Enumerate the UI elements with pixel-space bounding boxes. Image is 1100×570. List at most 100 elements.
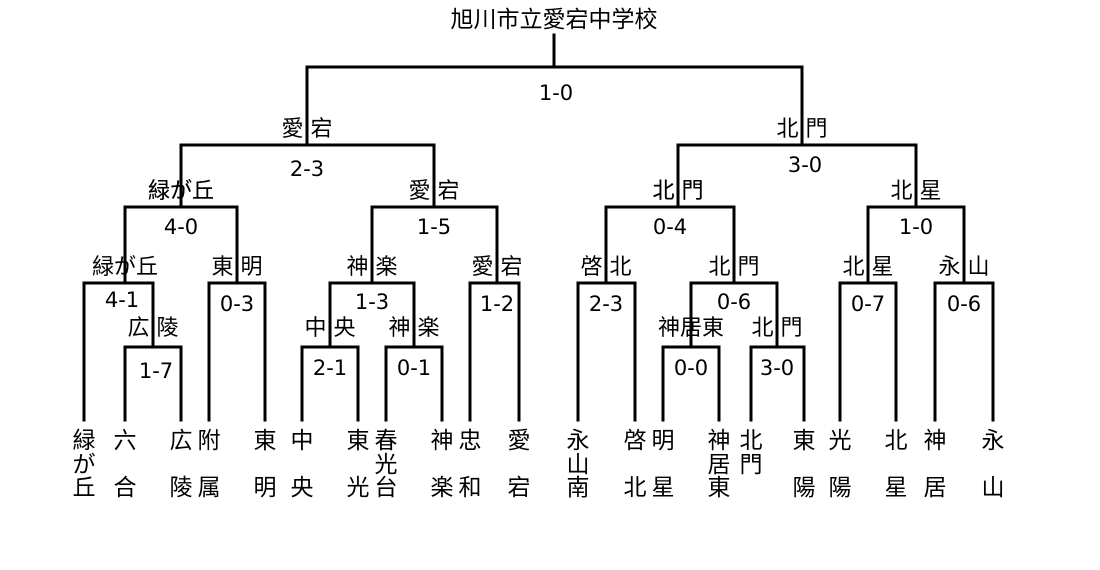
- score-sf-a: 1-5: [417, 215, 451, 239]
- winner-sf-b: 北 門: [653, 179, 704, 204]
- team-16: 東陽東陽: [793, 428, 816, 501]
- team-char-17-2: 陽: [829, 475, 852, 501]
- team-char-11-1: 山: [567, 452, 590, 478]
- team-char-0-0: 緑: [73, 428, 96, 454]
- team-char-6-0: 東: [347, 428, 370, 454]
- team-char-10-0: 愛: [508, 428, 531, 454]
- team-2: 広陵広陵: [170, 428, 193, 501]
- score-qf-d: 1-0: [899, 215, 933, 239]
- team-10: 愛宕愛宕: [508, 428, 531, 501]
- team-4: 東明東明: [254, 428, 277, 501]
- team-char-15-1: 門: [740, 452, 763, 478]
- score-qf-b: 1-3: [355, 290, 389, 314]
- winner-r1-h: 神居東: [658, 316, 724, 341]
- team-11: 永山南永山南: [567, 428, 590, 501]
- winner-r1-e: 神 楽: [389, 316, 440, 341]
- score-r1-k: 0-6: [947, 292, 981, 316]
- winner-r1-k: 永 山: [939, 255, 990, 280]
- team-char-5-0: 中: [291, 428, 314, 454]
- team-char-14-2: 東: [708, 475, 731, 501]
- team-7: 春光台春光台: [375, 428, 398, 501]
- team-char-7-1: 光: [375, 452, 398, 478]
- winner-r1-d: 中 央: [305, 316, 356, 341]
- score-r1-i: 3-0: [760, 356, 794, 380]
- team-char-4-0: 東: [254, 428, 277, 454]
- score-final: 1-0: [539, 81, 573, 105]
- winner-final-right: 北 門: [777, 117, 828, 142]
- team-char-1-2: 合: [114, 475, 137, 501]
- score-r1-f: 1-2: [480, 292, 514, 316]
- team-9: 忠和忠和: [459, 428, 482, 501]
- team-char-2-2: 陵: [170, 475, 193, 501]
- team-14: 神居東神居東: [708, 428, 731, 501]
- team-13: 明星明星: [652, 428, 675, 501]
- team-char-19-2: 居: [924, 475, 947, 501]
- team-char-5-2: 央: [291, 475, 314, 501]
- team-char-0-2: 丘: [73, 475, 96, 501]
- team-char-20-0: 永: [982, 428, 1005, 454]
- team-char-8-2: 楽: [431, 475, 454, 501]
- winner-r1-c: 東 明: [212, 255, 263, 280]
- champion-title: 旭川市立愛宕中学校: [451, 7, 658, 33]
- team-1: 六合六合: [114, 428, 137, 501]
- winner-qf-c: 北 門: [709, 255, 760, 280]
- team-char-3-2: 属: [198, 475, 221, 501]
- team-char-19-0: 神: [924, 428, 947, 454]
- winner-r1-g: 啓 北: [581, 255, 632, 280]
- team-char-14-1: 居: [708, 452, 731, 478]
- team-6: 東光東光: [347, 428, 370, 501]
- team-char-13-2: 星: [652, 475, 675, 501]
- team-char-16-0: 東: [793, 428, 816, 454]
- team-20: 永山永山: [982, 428, 1005, 501]
- winner-sf-a: 愛 宕: [409, 179, 460, 204]
- team-char-10-2: 宕: [508, 475, 531, 501]
- winner-r1-a: 広 陵: [128, 316, 179, 341]
- score-sf-d: 3-0: [788, 153, 822, 177]
- score-qf-c: 0-6: [717, 290, 751, 314]
- team-18: 北星北星: [885, 428, 908, 501]
- score-sf-b: 0-4: [653, 215, 687, 239]
- team-8: 神楽神楽: [431, 428, 454, 501]
- team-char-13-0: 明: [652, 428, 675, 454]
- team-char-12-2: 北: [624, 475, 647, 501]
- team-char-15-0: 北: [740, 428, 763, 454]
- score-r1-g: 2-3: [589, 292, 623, 316]
- team-char-17-0: 光: [829, 428, 852, 454]
- team-char-12-0: 啓: [624, 428, 647, 454]
- sf-winner-sf-d: 北 門: [653, 179, 704, 204]
- score-r1-b: 4-1: [105, 288, 139, 312]
- score-r1-e: 0-1: [397, 356, 431, 380]
- sf-winner-sf-c: 緑が丘: [148, 179, 214, 204]
- team-char-7-2: 台: [375, 475, 398, 501]
- team-char-18-2: 星: [885, 475, 908, 501]
- score-r1-h: 0-0: [674, 356, 708, 380]
- winner-r1-i: 北 門: [752, 316, 803, 341]
- score-r1-j: 0-7: [851, 292, 885, 316]
- team-char-9-2: 和: [459, 475, 482, 501]
- team-char-4-2: 明: [254, 475, 277, 501]
- winner-qf-a: 緑が丘: [148, 179, 214, 204]
- team-list: 緑が丘緑が丘六合六合広陵広陵附属附属東明東明中央中央東光東光春光台春光台神楽神楽…: [73, 428, 1005, 501]
- team-char-20-2: 山: [982, 475, 1005, 501]
- team-15: 北門北門: [740, 428, 763, 478]
- score-qf-a: 4-0: [164, 215, 198, 239]
- winner-r1-b: 緑が丘: [92, 255, 158, 280]
- team-char-6-2: 光: [347, 475, 370, 501]
- team-char-18-0: 北: [885, 428, 908, 454]
- team-17: 光陽光陽: [829, 428, 852, 501]
- team-char-1-0: 六: [114, 428, 137, 454]
- team-char-0-1: が: [73, 452, 96, 478]
- score-r1-d: 2-1: [313, 356, 347, 380]
- team-char-11-2: 南: [567, 475, 590, 501]
- team-char-3-0: 附: [198, 428, 221, 454]
- team-char-16-2: 陽: [793, 475, 816, 501]
- winner-r1-f: 愛 宕: [472, 255, 523, 280]
- team-5: 中央中央: [291, 428, 314, 501]
- score-r1-c: 0-3: [220, 292, 254, 316]
- team-0: 緑が丘緑が丘: [73, 428, 96, 501]
- bracket-lines: [82, 33, 995, 422]
- team-char-9-0: 忠: [459, 428, 482, 454]
- team-char-11-0: 永: [567, 428, 590, 454]
- team-12: 啓北啓北: [624, 428, 647, 501]
